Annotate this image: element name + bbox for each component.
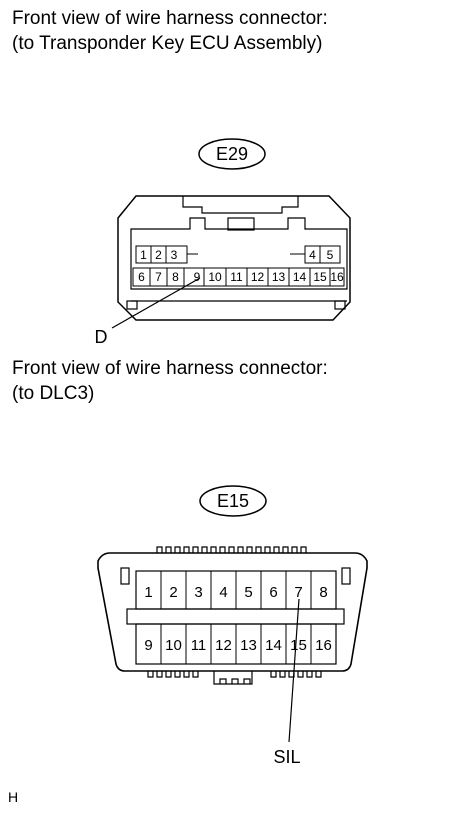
connector-e15-caption: Front view of wire harness connector: (t… <box>12 356 328 406</box>
pin-cell <box>329 267 345 287</box>
connector-e29-inner-frame <box>130 217 348 290</box>
connector-e15-housing <box>97 552 368 672</box>
pin-number: 16 <box>315 637 332 654</box>
connector-e15-guide-right <box>341 567 351 585</box>
connector-e15-guide-left <box>120 567 130 585</box>
connector-e15-divider <box>126 608 345 625</box>
connector-e15-label-ellipse <box>199 485 267 517</box>
connector-e15: E15 1 2 3 4 5 6 7 8 <box>97 485 368 767</box>
caption-line: Front view of wire harness connector: <box>12 358 328 379</box>
pin-number: 2 <box>169 584 177 601</box>
pin-number: 1 <box>140 248 147 262</box>
pin-number: 10 <box>165 637 182 654</box>
pin-number: 11 <box>191 637 207 654</box>
pin-number: 3 <box>171 248 178 262</box>
connector-e29-label: E29 <box>216 144 248 164</box>
connector-e29-housing <box>117 195 351 321</box>
caption-line: Front view of wire harness connector: <box>12 8 328 29</box>
pin-number: 6 <box>138 270 145 284</box>
pin-number: 12 <box>215 637 232 654</box>
connector-e15-bottom-teeth <box>147 671 322 678</box>
pin-number: 9 <box>144 637 152 654</box>
pin-cell <box>319 245 341 264</box>
connector-e29-rail-post <box>334 300 346 310</box>
connector-e29-rail-post <box>126 300 138 310</box>
pin-number: 13 <box>240 637 257 654</box>
pin-number: 4 <box>309 248 316 262</box>
connector-e29-label-ellipse <box>198 138 266 170</box>
callout-label-sil: SIL <box>273 747 300 767</box>
callout-leader-d <box>111 277 201 329</box>
pin-number: 14 <box>265 637 282 654</box>
pin-number: 5 <box>244 584 252 601</box>
pin-number: 15 <box>313 270 327 284</box>
pin-number: 16 <box>330 270 344 284</box>
connector-e29-lock-tab <box>182 196 299 214</box>
caption-line: (to DLC3) <box>12 383 95 404</box>
pin-number: 8 <box>172 270 179 284</box>
pin-number: 2 <box>155 248 162 262</box>
pin-number: 4 <box>219 584 227 601</box>
pin-number: 9 <box>194 270 201 284</box>
pin-number: 15 <box>290 637 307 654</box>
pin-number: 5 <box>327 248 334 262</box>
caption-line: (to Transponder Key ECU Assembly) <box>12 33 323 54</box>
callout-leader-sil <box>288 598 300 743</box>
pin-number: 7 <box>155 270 162 284</box>
pin-number: 14 <box>293 270 307 284</box>
pin-number: 1 <box>144 584 152 601</box>
connector-e15-label: E15 <box>217 491 249 511</box>
connector-e29-lock-key <box>227 217 255 231</box>
connector-e29-caption: Front view of wire harness connector: (t… <box>12 6 328 56</box>
pin-number: 3 <box>194 584 202 601</box>
pin-number: 6 <box>269 584 277 601</box>
corner-mark: H <box>8 789 19 805</box>
pin-number: 13 <box>272 270 286 284</box>
pin-number: 7 <box>294 584 302 601</box>
connector-e29: E29 1 2 3 4 5 6 7 8 9 10 <box>95 138 351 347</box>
pin-number: 10 <box>208 270 222 284</box>
connector-e15-key <box>213 671 253 685</box>
connector-e15-top-teeth <box>156 546 307 553</box>
callout-label-d: D <box>95 327 108 347</box>
pin-number: 11 <box>230 270 243 284</box>
pin-number: 8 <box>319 584 327 601</box>
pin-number: 12 <box>251 270 265 284</box>
